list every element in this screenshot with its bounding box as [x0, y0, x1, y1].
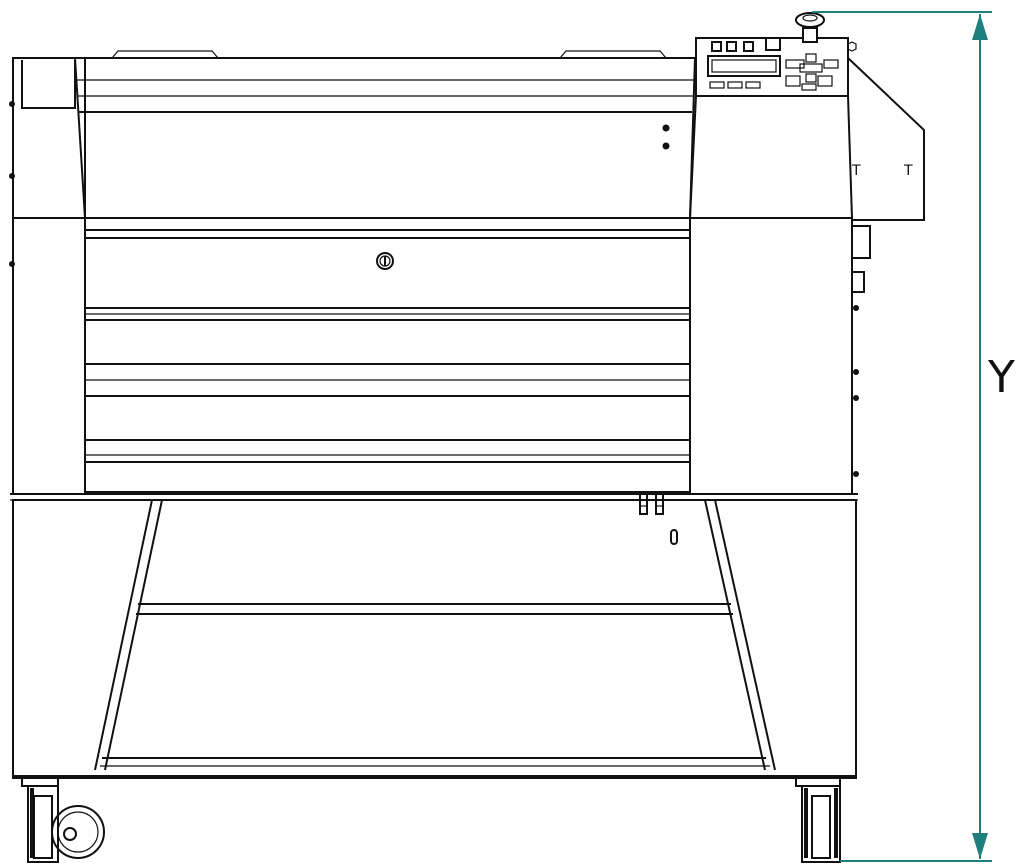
base-stand [10, 491, 858, 779]
lid-indicator-dot [662, 142, 670, 150]
emergency-stop-icon [795, 12, 825, 43]
control-panel [689, 12, 857, 219]
svg-text:T: T [903, 163, 913, 179]
right-body-column [689, 217, 871, 495]
right-side-hood: T T [847, 57, 925, 221]
height-dimension: Y [812, 11, 1015, 862]
lid-indicator-dot [662, 124, 670, 132]
lcd-display [707, 55, 781, 77]
right-caster-icon [795, 777, 841, 863]
panel-switch [726, 41, 737, 52]
air-fitting-icon [639, 491, 678, 545]
dimension-arrow-top [972, 14, 988, 40]
left-side-panel [9, 57, 86, 495]
dimension-label-y: Y [987, 352, 1015, 403]
arrow-keypad [785, 53, 839, 91]
front-door-panel [84, 229, 691, 493]
top-lid [74, 50, 696, 219]
panel-switch [711, 41, 722, 52]
svg-text:T: T [851, 163, 861, 179]
dimension-arrow-bottom [972, 833, 988, 859]
left-caster-icon [21, 777, 105, 863]
key-switch [765, 37, 781, 51]
side-port [851, 271, 865, 293]
side-connector [851, 225, 871, 259]
door-lock-icon [376, 252, 394, 270]
panel-switch [743, 41, 754, 52]
